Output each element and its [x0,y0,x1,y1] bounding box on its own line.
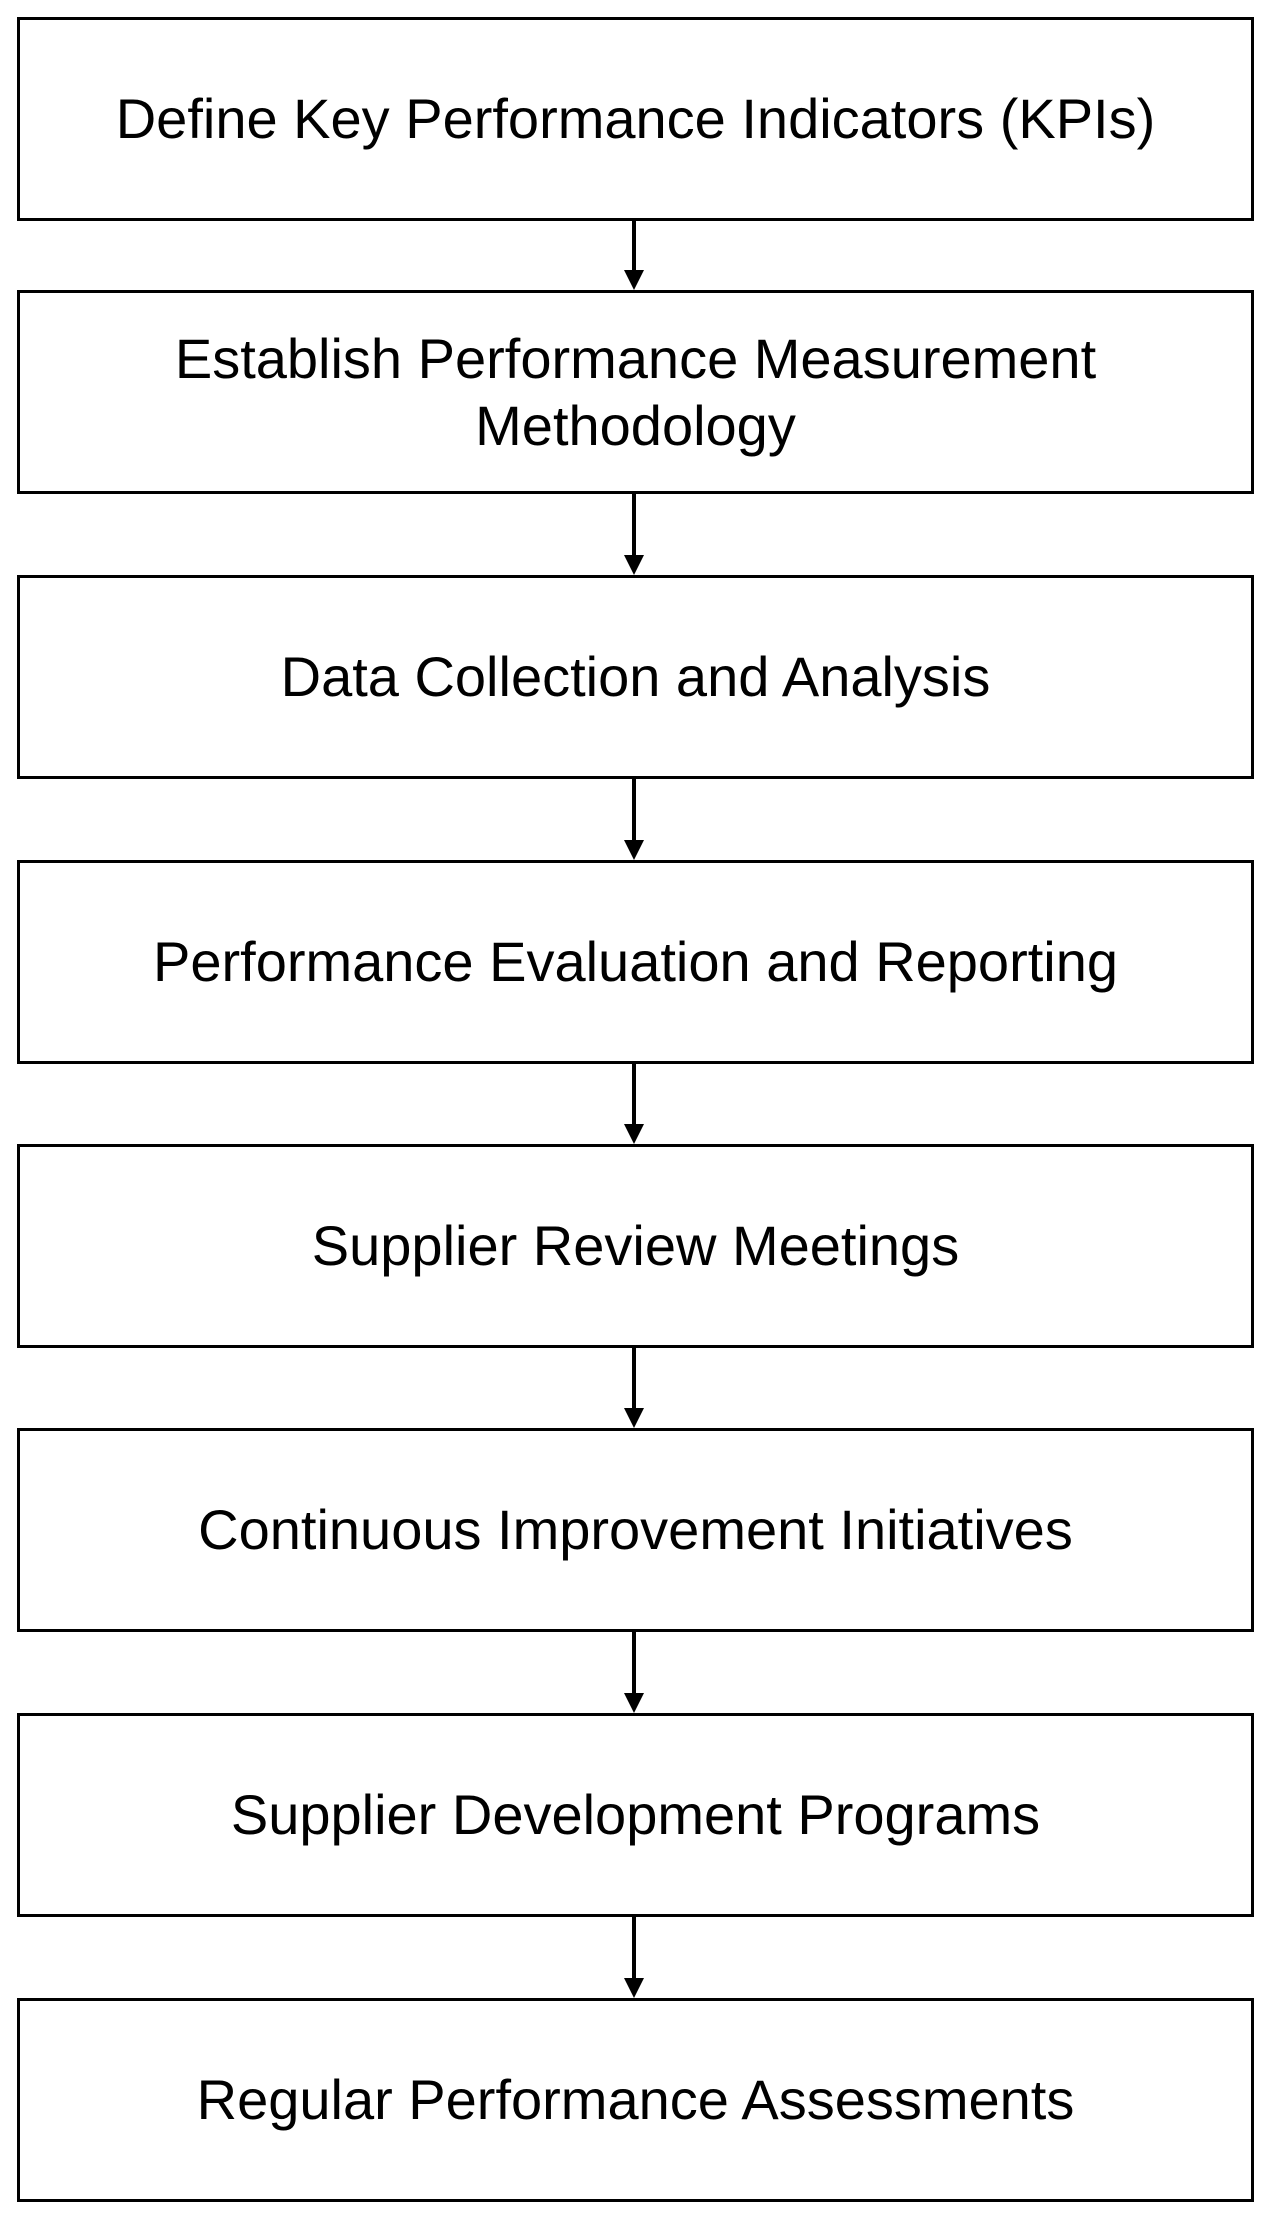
step-box-continuous-improvement: Continuous Improvement Initiatives [17,1428,1254,1632]
step-label: Supplier Review Meetings [311,1214,960,1278]
arrowhead-icon [624,1408,644,1428]
arrowhead-icon [624,555,644,575]
step-label: Establish Performance Measurement Method… [174,326,1097,457]
arrowhead-icon [624,1978,644,1998]
arrowhead-icon [624,1124,644,1144]
step-box-define-kpis: Define Key Performance Indicators (KPIs) [17,17,1254,221]
step-box-supplier-review: Supplier Review Meetings [17,1144,1254,1348]
arrowhead-icon [624,1693,644,1713]
step-label: Supplier Development Programs [230,1783,1041,1847]
step-box-data-collection: Data Collection and Analysis [17,575,1254,779]
step-label: Data Collection and Analysis [280,645,991,709]
step-box-performance-evaluation: Performance Evaluation and Reporting [17,860,1254,1064]
step-box-supplier-development: Supplier Development Programs [17,1713,1254,1917]
arrowhead-icon [624,840,644,860]
step-label: Regular Performance Assessments [196,2068,1075,2132]
step-box-measurement-methodology: Establish Performance Measurement Method… [17,290,1254,494]
step-box-regular-assessments: Regular Performance Assessments [17,1998,1254,2202]
step-label: Define Key Performance Indicators (KPIs) [115,87,1156,151]
step-label: Performance Evaluation and Reporting [152,930,1118,994]
arrowhead-icon [624,270,644,290]
step-label: Continuous Improvement Initiatives [198,1498,1073,1562]
